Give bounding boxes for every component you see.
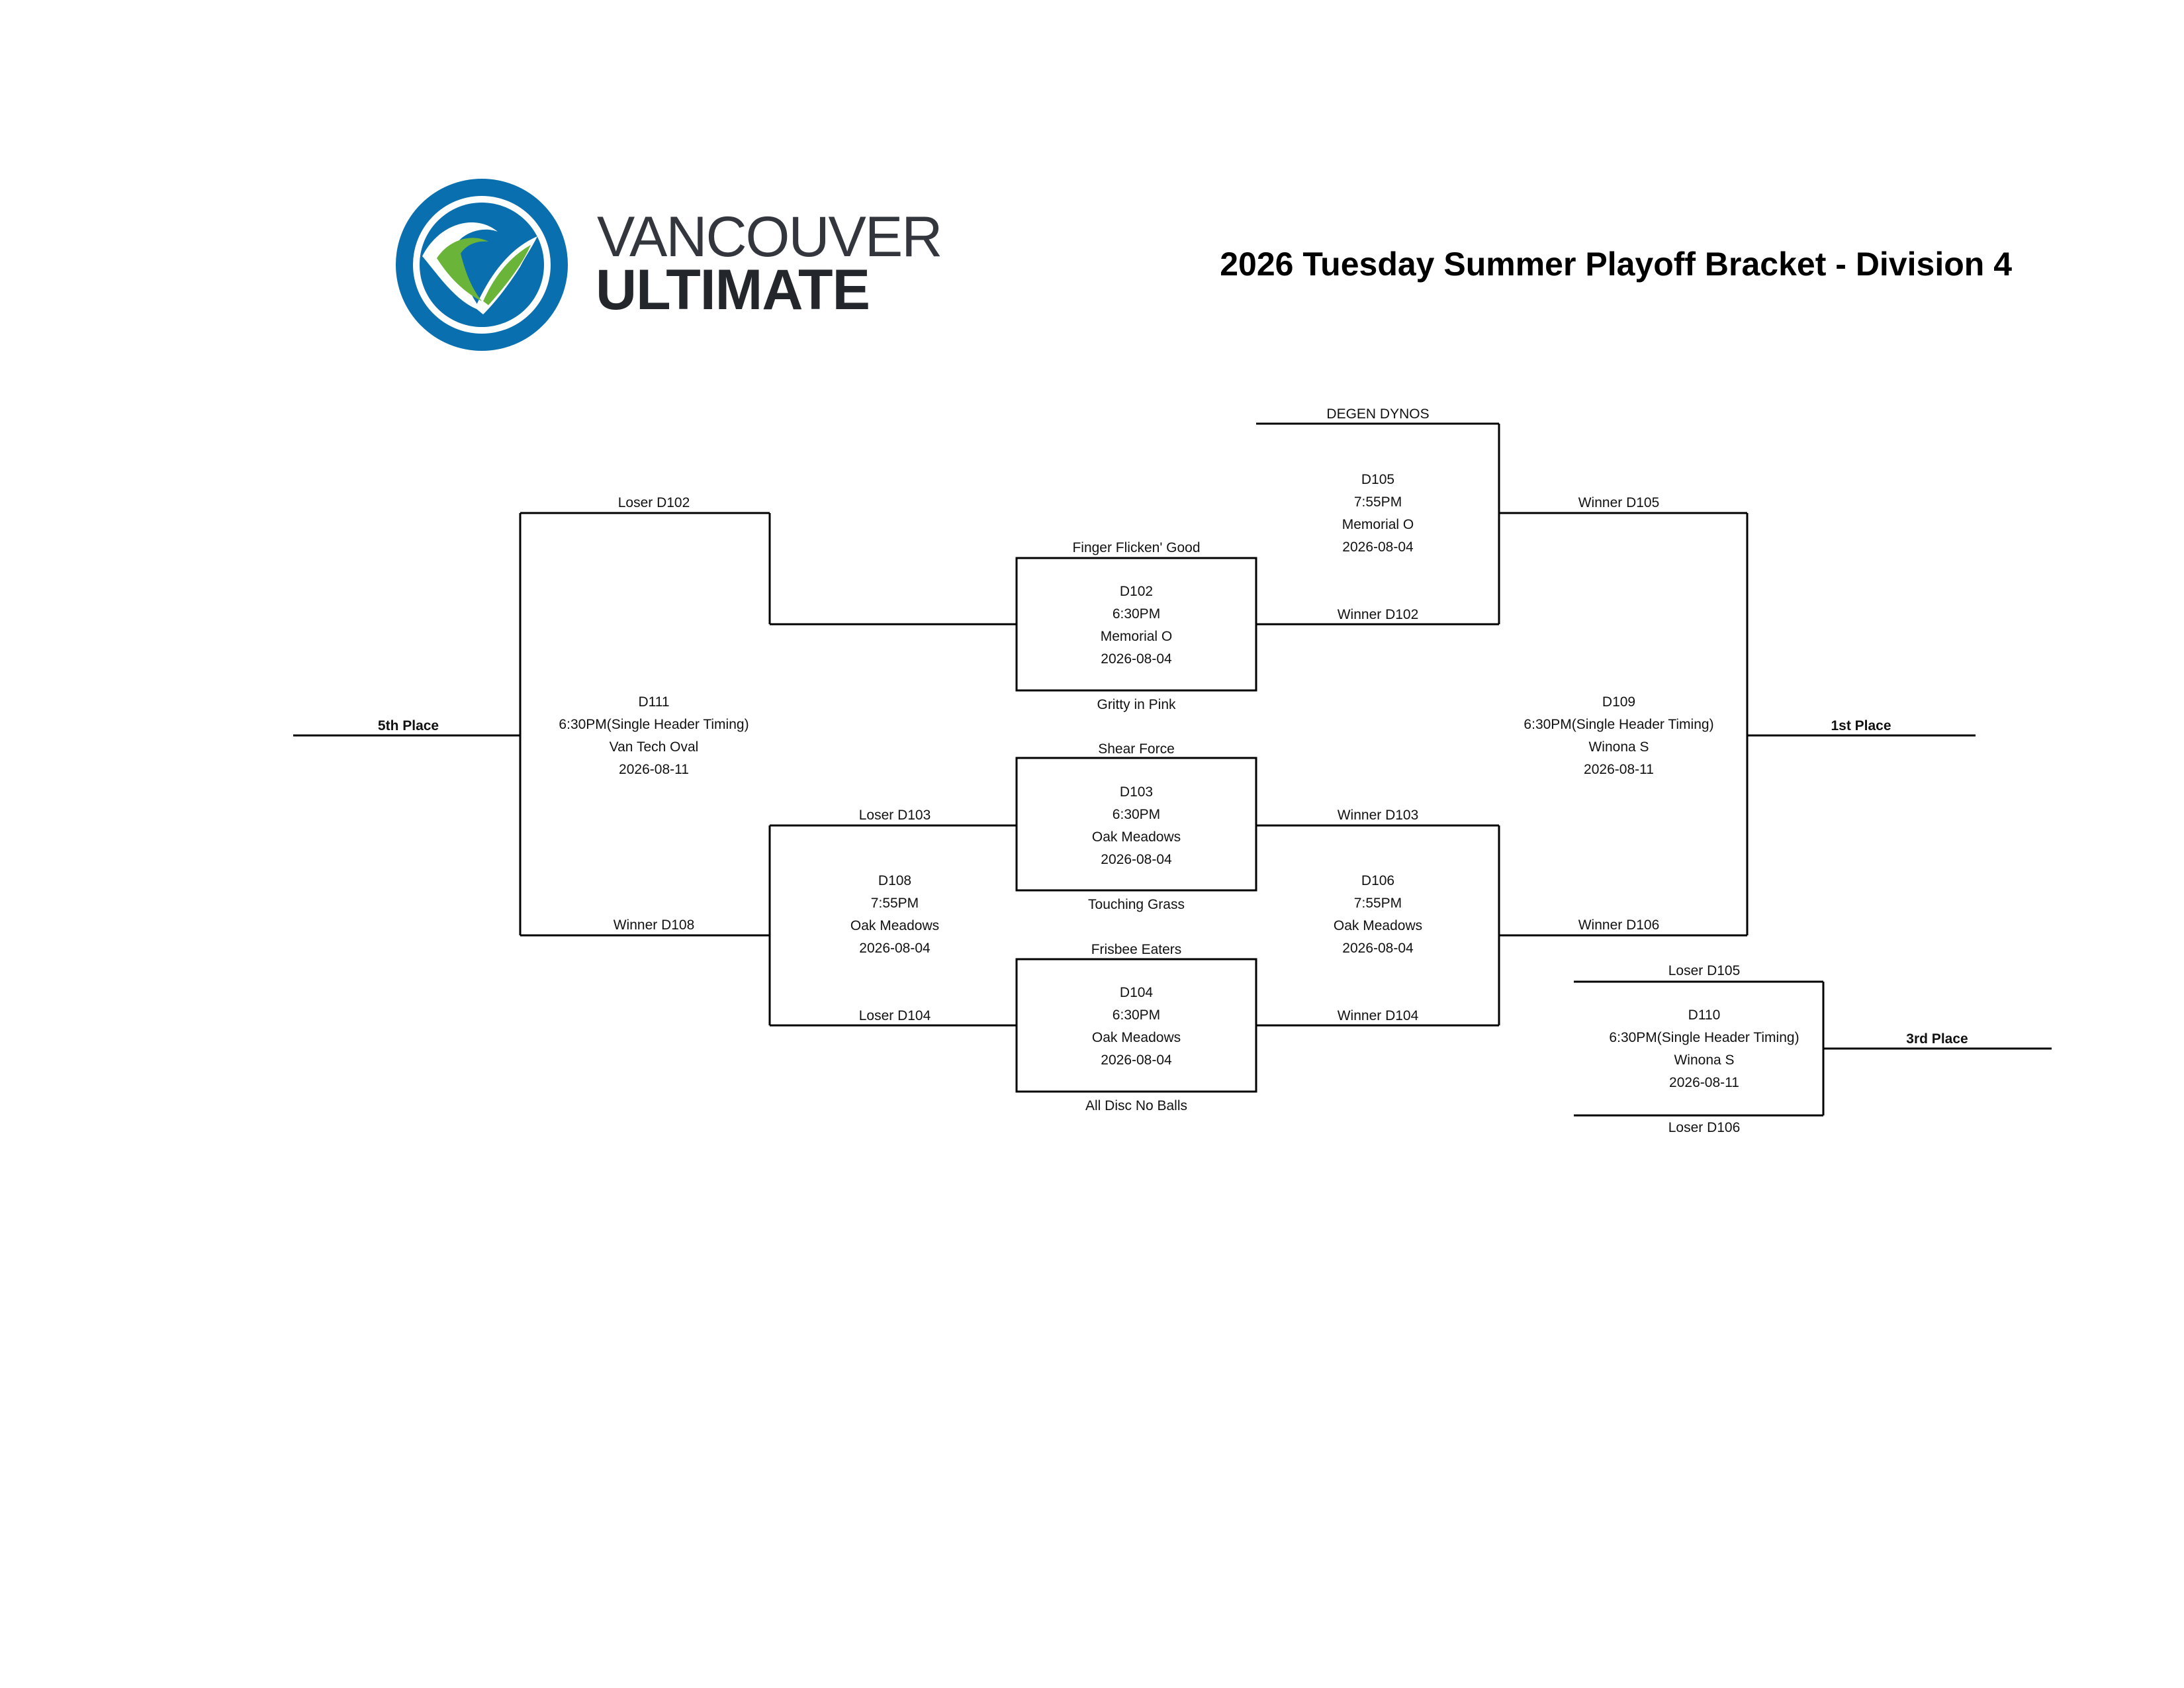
team-label: Frisbee Eaters	[1091, 942, 1182, 957]
slot-label: Loser D106	[1668, 1120, 1741, 1135]
team-label: Touching Grass	[1088, 897, 1185, 912]
slot-label: Winner D108	[613, 917, 695, 933]
game-date: 2026-08-04	[859, 941, 931, 956]
game-field: Oak Meadows	[1091, 829, 1181, 845]
game-id: D106	[1361, 873, 1395, 888]
team-label: All Disc No Balls	[1085, 1098, 1188, 1113]
game-d110: D110 6:30PM(Single Header Timing) Winona…	[1609, 1004, 1799, 1094]
game-date: 2026-08-11	[619, 762, 689, 777]
game-date: 2026-08-04	[1342, 941, 1414, 956]
game-field: Memorial O	[1342, 517, 1414, 532]
slot-label: Winner D103	[1337, 808, 1419, 823]
game-date: 2026-08-04	[1101, 1053, 1172, 1068]
place-label-fifth: 5th Place	[377, 718, 439, 733]
game-date: 2026-08-04	[1101, 651, 1172, 667]
game-field: Memorial O	[1100, 629, 1173, 644]
game-field: Oak Meadows	[850, 918, 940, 933]
game-id: D109	[1602, 694, 1636, 710]
game-time: 6:30PM	[1112, 807, 1161, 822]
team-label: DEGEN DYNOS	[1326, 406, 1430, 422]
vancouver-ultimate-logo: VANCOUVER ULTIMATE	[384, 175, 942, 354]
page-title: 2026 Tuesday Summer Playoff Bracket - Di…	[1220, 246, 2012, 283]
game-field: Winona S	[1588, 739, 1649, 755]
game-d103: D103 6:30PM Oak Meadows 2026-08-04	[1092, 781, 1181, 871]
slot-label: Winner D105	[1578, 495, 1660, 510]
game-time: 7:55PM	[870, 896, 919, 911]
slot-label: Winner D104	[1337, 1008, 1419, 1023]
game-d109: D109 6:30PM(Single Header Timing) Winona…	[1524, 691, 1713, 781]
game-time: 6:30PM	[1112, 606, 1161, 622]
slot-label: Winner D102	[1337, 607, 1419, 622]
game-d105: D105 7:55PM Memorial O 2026-08-04	[1342, 469, 1414, 559]
game-field: Oak Meadows	[1333, 918, 1423, 933]
game-id: D110	[1688, 1008, 1721, 1023]
logo-wordmark-bottom: ULTIMATE	[596, 258, 870, 322]
game-time: 6:30PM(Single Header Timing)	[1524, 717, 1714, 732]
game-field: Van Tech Oval	[609, 739, 699, 755]
logo-emblem-icon	[396, 179, 568, 351]
game-time: 7:55PM	[1353, 896, 1402, 911]
slot-label: Loser D105	[1668, 963, 1741, 978]
game-time: 7:55PM	[1353, 494, 1402, 510]
game-field: Winona S	[1674, 1053, 1735, 1068]
slot-label: Loser D104	[858, 1008, 931, 1023]
slot-label: Loser D102	[617, 495, 690, 510]
game-date: 2026-08-04	[1342, 539, 1414, 555]
game-d106: D106 7:55PM Oak Meadows 2026-08-04	[1334, 870, 1422, 960]
game-d111: D111 6:30PM(Single Header Timing) Van Te…	[559, 691, 749, 781]
game-d104: D104 6:30PM Oak Meadows 2026-08-04	[1092, 982, 1181, 1072]
game-date: 2026-08-11	[1584, 762, 1654, 777]
place-label-first: 1st Place	[1831, 718, 1891, 733]
team-label: Shear Force	[1098, 741, 1175, 757]
game-id: D104	[1119, 985, 1154, 1000]
game-date: 2026-08-04	[1101, 852, 1172, 867]
game-d108: D108 7:55PM Oak Meadows 2026-08-04	[850, 870, 939, 960]
game-id: D108	[878, 873, 912, 888]
game-id: D102	[1119, 584, 1154, 599]
logo-wordmark-top: VANCOUVER	[597, 205, 942, 269]
team-label: Finger Flicken' Good	[1072, 540, 1201, 555]
game-id: D105	[1361, 472, 1395, 487]
game-time: 6:30PM	[1112, 1008, 1161, 1023]
slot-label: Winner D106	[1578, 917, 1660, 933]
game-id: D111	[638, 694, 670, 710]
game-time: 6:30PM(Single Header Timing)	[1609, 1030, 1799, 1045]
team-label: Gritty in Pink	[1097, 697, 1176, 712]
game-time: 6:30PM(Single Header Timing)	[559, 717, 749, 732]
place-label-third: 3rd Place	[1906, 1031, 1968, 1047]
game-id: D103	[1119, 784, 1154, 800]
game-date: 2026-08-11	[1669, 1075, 1739, 1090]
game-field: Oak Meadows	[1091, 1030, 1181, 1045]
game-d102: D102 6:30PM Memorial O 2026-08-04	[1101, 581, 1173, 671]
slot-label: Loser D103	[858, 808, 931, 823]
